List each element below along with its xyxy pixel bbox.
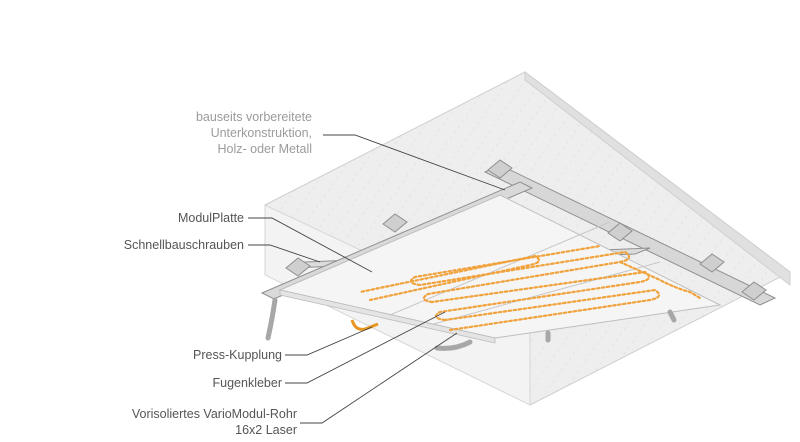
- label-unterkonstruktion-line2: Unterkonstruktion,: [196, 125, 312, 141]
- label-rohr: Vorisoliertes VarioModul-Rohr 16x2 Laser: [132, 406, 297, 438]
- label-unterkonstruktion: bauseits vorbereitete Unterkonstruktion,…: [196, 109, 312, 157]
- label-rohr-line2: 16x2 Laser: [132, 422, 297, 438]
- label-unterkonstruktion-line3: Holz- oder Metall: [196, 141, 312, 157]
- label-unterkonstruktion-line1: bauseits vorbereitete: [196, 109, 312, 125]
- label-press-kupplung: Press-Kupplung: [193, 347, 282, 363]
- label-fugenkleber: Fugenkleber: [213, 375, 283, 391]
- label-modulplatte: ModulPlatte: [178, 210, 244, 226]
- leader-press-kupplung: [285, 327, 372, 355]
- label-schnellbauschrauben: Schnellbauschrauben: [124, 237, 244, 253]
- hose: [268, 300, 275, 338]
- label-rohr-line1: Vorisoliertes VarioModul-Rohr: [132, 406, 297, 422]
